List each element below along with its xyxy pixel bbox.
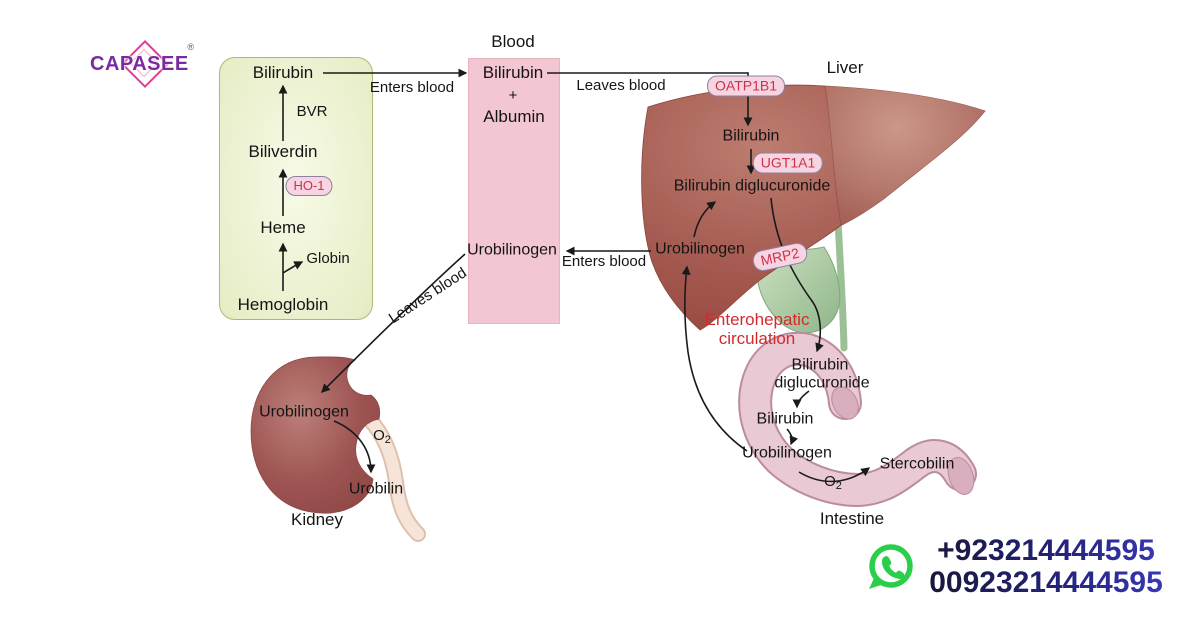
- label-enterohepatic-line2: circulation: [718, 329, 796, 349]
- label-stercobilin: Stercobilin: [879, 455, 955, 473]
- label-urobilinogen-intestine: Urobilinogen: [742, 444, 832, 462]
- label-bilirubin-liver: Bilirubin: [722, 127, 780, 145]
- label-o2-kidney: O2: [373, 427, 391, 447]
- label-bilirubin-blood: Bilirubin: [482, 63, 544, 83]
- label-biliverdin: Biliverdin: [248, 142, 318, 162]
- label-liver-title: Liver: [826, 58, 864, 78]
- label-bvr-enzyme: BVR: [296, 103, 328, 121]
- badge-ho1: HO-1: [285, 176, 333, 196]
- label-enters-blood-top: Enters blood: [369, 79, 455, 97]
- o2-subscript: 2: [384, 434, 391, 447]
- arrow-intestine-deconjugation: [792, 390, 810, 409]
- o2-symbol: O: [824, 473, 836, 491]
- phone-number-2: 00923214444595: [905, 567, 1187, 599]
- label-bilirubin-intestine: Bilirubin: [756, 410, 814, 428]
- liver-right-lobe-shape: [825, 86, 985, 225]
- liver-lobe-division: [824, 85, 842, 226]
- label-intestine-title: Intestine: [819, 509, 885, 529]
- logo-text: CAPASEE: [90, 53, 189, 75]
- label-urobilin: Urobilin: [348, 480, 404, 498]
- label-urobilinogen-kidney: Urobilinogen: [259, 403, 349, 421]
- label-leaves-blood-kidney: Leaves blood: [385, 264, 470, 328]
- label-bilirubin-diglucuronide-liver: Bilirubin diglucuronide: [673, 177, 831, 195]
- arrow-intestine-reduction: [786, 428, 799, 446]
- label-blood-title: Blood: [491, 32, 535, 52]
- label-bilirubin-pathway: Bilirubin: [252, 63, 314, 83]
- blood-column: [468, 58, 560, 324]
- capasee-logo: CAPASEE ®: [88, 39, 196, 89]
- badge-ugt1a1: UGT1A1: [752, 152, 824, 174]
- label-enterohepatic-line1: Enterohepatic: [704, 310, 810, 330]
- label-bd-intestine-line2: diglucuronide: [774, 374, 870, 392]
- badge-oatp1b1: OATP1B1: [707, 75, 785, 97]
- label-bd-intestine-line1: Bilirubin: [791, 356, 849, 374]
- o2-symbol: O: [373, 427, 385, 445]
- label-plus: +: [508, 87, 518, 105]
- arrow-enterohepatic: [681, 265, 748, 452]
- liver-shape: [641, 84, 986, 331]
- label-kidney-title: Kidney: [291, 510, 343, 530]
- ureter-shape: [344, 398, 424, 540]
- o2-subscript: 2: [835, 480, 842, 493]
- label-leaves-blood-top: Leaves blood: [576, 77, 666, 95]
- label-globin: Globin: [306, 250, 350, 268]
- registered-mark: ®: [187, 42, 194, 52]
- ureter-outline-shape: [342, 396, 426, 542]
- arrow-urobilinogen-to-diglucuronide: [693, 201, 717, 238]
- label-urobilinogen-liver: Urobilinogen: [655, 240, 745, 258]
- label-heme: Heme: [260, 218, 306, 238]
- label-o2-intestine: O2: [824, 473, 842, 493]
- label-albumin: Albumin: [483, 107, 545, 127]
- phone-number-1: +923214444595: [905, 535, 1187, 567]
- contact-phones: +923214444595 00923214444595: [905, 535, 1187, 599]
- label-hemoglobin: Hemoglobin: [237, 295, 329, 315]
- arrow-kidney-urobilin: [333, 420, 376, 474]
- label-enters-blood-mid: Enters blood: [561, 253, 647, 271]
- label-urobilinogen-blood: Urobilinogen: [467, 241, 557, 259]
- bile-duct-shape: [834, 216, 848, 352]
- whatsapp-icon: [869, 544, 913, 589]
- badge-mrp2: MRP2: [750, 241, 810, 273]
